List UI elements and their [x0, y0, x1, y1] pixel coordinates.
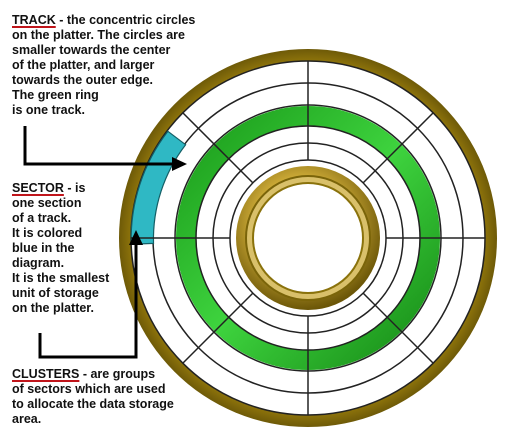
- clusters-definition-start: - are groups: [79, 367, 156, 381]
- track-annotation-first-line: TRACK - the concentric circles: [12, 13, 242, 28]
- clusters-annotation-first-line: CLUSTERS - are groups: [12, 367, 237, 382]
- clusters-term: CLUSTERS: [12, 367, 80, 381]
- sector-dividers: [131, 61, 485, 415]
- track-pointer-arrow: [23, 126, 187, 171]
- sector-annotation-line: It is the smallest: [12, 271, 110, 285]
- sector-divider: [182, 112, 254, 184]
- sector-definition-start: - is: [63, 181, 86, 195]
- spindle-hole: [252, 182, 364, 294]
- sector-divider: [182, 292, 254, 364]
- sector-annotation-first-line: SECTOR - is: [12, 181, 132, 196]
- clusters-annotation-line: of sectors which are used: [12, 382, 166, 396]
- sector-segment: [130, 130, 187, 245]
- track-definition-start: - the concentric circles: [55, 13, 196, 27]
- sector-term: SECTOR: [12, 181, 64, 195]
- sector-annotation-line: It is colored: [12, 226, 83, 240]
- sector-annotation-line: of a track.: [12, 211, 72, 225]
- track-annotation-line: of the platter, and larger: [12, 58, 155, 72]
- sector-annotation-line: one section: [12, 196, 82, 210]
- sector-annotation-line: on the platter.: [12, 301, 94, 315]
- track-annotation-line: The green ring: [12, 88, 99, 102]
- sector-divider: [362, 112, 434, 184]
- track-annotation-line: towards the outer edge.: [12, 73, 153, 87]
- sector-pointer-arrow: [38, 230, 143, 359]
- clusters-annotation-line: area.: [12, 412, 42, 426]
- clusters-annotation: CLUSTERS - are groups of sectors which a…: [12, 367, 237, 427]
- sector-divider: [362, 292, 434, 364]
- sector-annotation: SECTOR - is one section of a track. It i…: [12, 181, 132, 316]
- clusters-annotation-line: to allocate the data storage: [12, 397, 174, 411]
- track-annotation-line: smaller towards the center: [12, 43, 171, 57]
- track-annotation-line: on the platter. The circles are: [12, 28, 185, 42]
- sector-annotation-line: unit of storage: [12, 286, 99, 300]
- track-annotation: TRACK - the concentric circles on the pl…: [12, 13, 242, 118]
- sector-annotation-line: diagram.: [12, 256, 65, 270]
- track-annotation-line: is one track.: [12, 103, 85, 117]
- track-term: TRACK: [12, 13, 56, 27]
- sector-annotation-line: blue in the: [12, 241, 75, 255]
